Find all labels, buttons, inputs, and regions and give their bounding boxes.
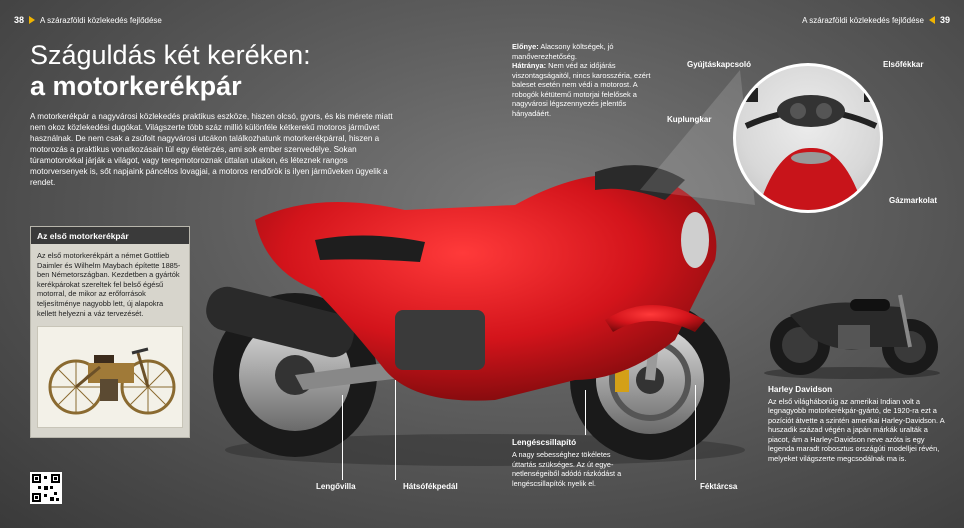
right-page-number: 39	[939, 15, 950, 25]
label-gazmarkolat: Gázmarkolat	[889, 196, 938, 205]
intro-paragraph: A motorkerékpár a nagyvárosi közlekedés …	[30, 112, 393, 187]
first-motorcycle-box: Az első motorkerékpár Az első motorkerék…	[30, 226, 190, 438]
zoom-cone	[640, 70, 755, 205]
label-hatsofekpedal: Hátsófékpedál	[403, 482, 458, 491]
leader-line-lengovilla	[342, 395, 343, 480]
pros-label: Előnye:	[512, 42, 539, 51]
arrow-left-icon	[928, 16, 935, 24]
shock-absorber-text: A nagy sebességhez tökéletes úttartás sz…	[512, 450, 622, 488]
shock-absorber-heading: Lengéscsillapító	[512, 438, 577, 447]
harley-davidson-illustration	[764, 294, 940, 379]
leader-line-lengescsillapito	[585, 390, 586, 435]
harley-davidson-note: Harley Davidson Az első világháborúig az…	[768, 385, 948, 463]
left-page-number: 38	[14, 15, 25, 25]
pros-text: Alacsony költségek, jó manőverezhetőség.	[512, 42, 614, 61]
pros-cons: Előnye: Alacsony költségek, jó manőverez…	[512, 42, 652, 118]
right-running-title: A szárazföldi közlekedés fejlődése	[802, 15, 924, 25]
label-gyujtaskapcsolo: Gyújtáskapcsoló	[687, 60, 752, 69]
label-kuplungkar: Kuplungkar	[667, 115, 712, 124]
cons-text: Nem véd az időjárás viszontagságaitól, n…	[512, 61, 651, 118]
handlebar-detail-circle	[733, 63, 883, 213]
harley-davidson-text: Az első világháborúig az amerikai Indian…	[768, 396, 945, 463]
title-line-2: a motorkerékpár	[30, 71, 242, 101]
page-title: Száguldás két keréken: a motorkerékpár	[30, 40, 430, 102]
shock-absorber-note: Lengéscsillapító A nagy sebességhez töké…	[512, 438, 632, 488]
qr-code[interactable]	[30, 472, 62, 504]
header-right: A szárazföldi közlekedés fejlődése 39	[802, 15, 950, 25]
leader-line-hatsofekpedal	[395, 380, 396, 480]
left-running-title: A szárazföldi közlekedés fejlődése	[40, 15, 162, 25]
label-elsofekkar: Elsőfékkar	[883, 60, 924, 69]
title-line-1: Száguldás két keréken:	[30, 40, 311, 70]
first-motorcycle-heading: Az első motorkerékpár	[31, 227, 189, 244]
header-left: 38 A szárazföldi közlekedés fejlődése	[14, 15, 162, 25]
label-fektarcsa: Féktárcsa	[700, 482, 738, 491]
daimler-motorcycle-image	[37, 326, 183, 429]
sport-motorcycle-illustration	[206, 165, 745, 466]
arrow-right-icon	[29, 16, 36, 24]
harley-davidson-heading: Harley Davidson	[768, 385, 833, 394]
cons-label: Hátránya:	[512, 61, 547, 70]
label-lengovilla: Lengővilla	[316, 482, 356, 491]
first-motorcycle-text: Az első motorkerékpárt a német Gottlieb …	[37, 251, 181, 318]
leader-line-fektarcsa	[695, 385, 696, 480]
